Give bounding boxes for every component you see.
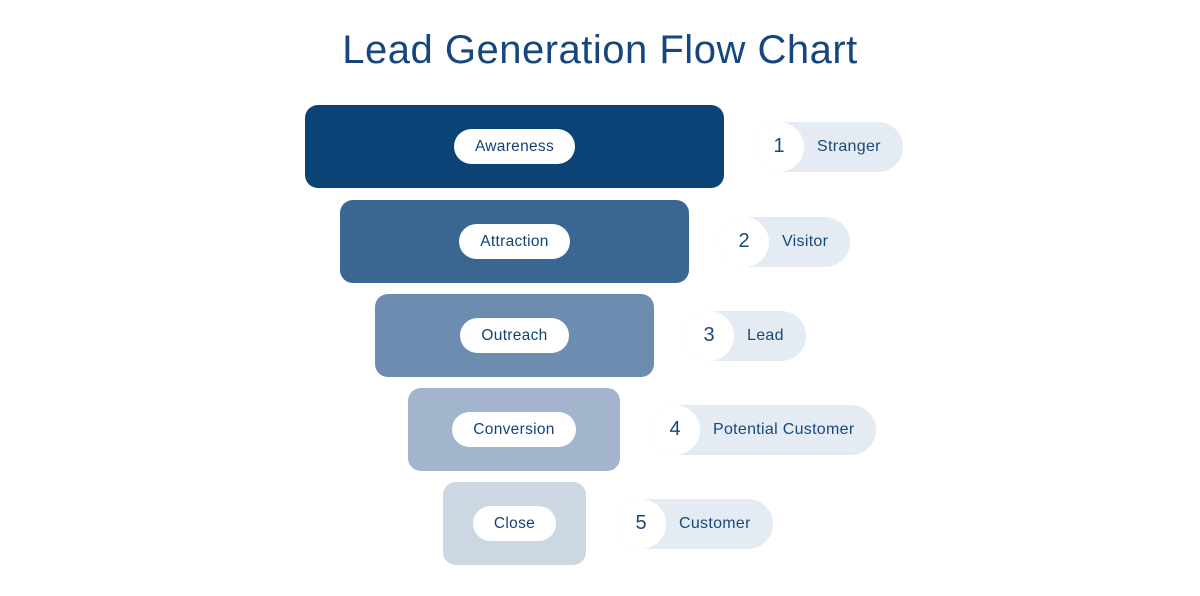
funnel-stage-conversion: Conversion 4 Potential Customer — [408, 388, 877, 471]
stage-label-attraction: Attraction — [459, 224, 570, 259]
funnel-stage-outreach: Outreach 3 Lead — [375, 294, 806, 377]
step-number-5: 5 — [616, 498, 666, 549]
stage-badge-customer: 5 Customer — [616, 498, 773, 549]
step-number-3: 3 — [684, 310, 734, 361]
persona-label-lead: Lead — [747, 326, 784, 344]
stage-label-close: Close — [472, 506, 557, 541]
page-title: Lead Generation Flow Chart — [342, 28, 858, 72]
funnel-bar-close: Close — [443, 482, 586, 565]
step-number-1: 1 — [754, 121, 804, 172]
stage-badge-stranger: 1 Stranger — [754, 121, 903, 172]
persona-label-visitor: Visitor — [782, 232, 829, 250]
stage-badge-potential-customer: 4 Potential Customer — [650, 404, 877, 455]
funnel-bar-outreach: Outreach — [375, 294, 654, 377]
stage-label-outreach: Outreach — [460, 318, 569, 353]
funnel-bar-attraction: Attraction — [340, 200, 689, 283]
funnel-stage-close: Close 5 Customer — [443, 482, 773, 565]
step-number-2: 2 — [719, 216, 769, 267]
funnel-stage-awareness: Awareness 1 Stranger — [305, 105, 903, 188]
stage-badge-visitor: 2 Visitor — [719, 216, 851, 267]
funnel-stage-attraction: Attraction 2 Visitor — [340, 200, 851, 283]
persona-label-customer: Customer — [679, 514, 751, 532]
funnel-bar-awareness: Awareness — [305, 105, 724, 188]
persona-label-stranger: Stranger — [817, 137, 881, 155]
stage-label-awareness: Awareness — [453, 129, 576, 164]
step-number-4: 4 — [650, 404, 700, 455]
stage-label-conversion: Conversion — [452, 412, 576, 447]
stage-badge-lead: 3 Lead — [684, 310, 806, 361]
funnel-bar-conversion: Conversion — [408, 388, 620, 471]
persona-label-potential-customer: Potential Customer — [713, 420, 855, 438]
